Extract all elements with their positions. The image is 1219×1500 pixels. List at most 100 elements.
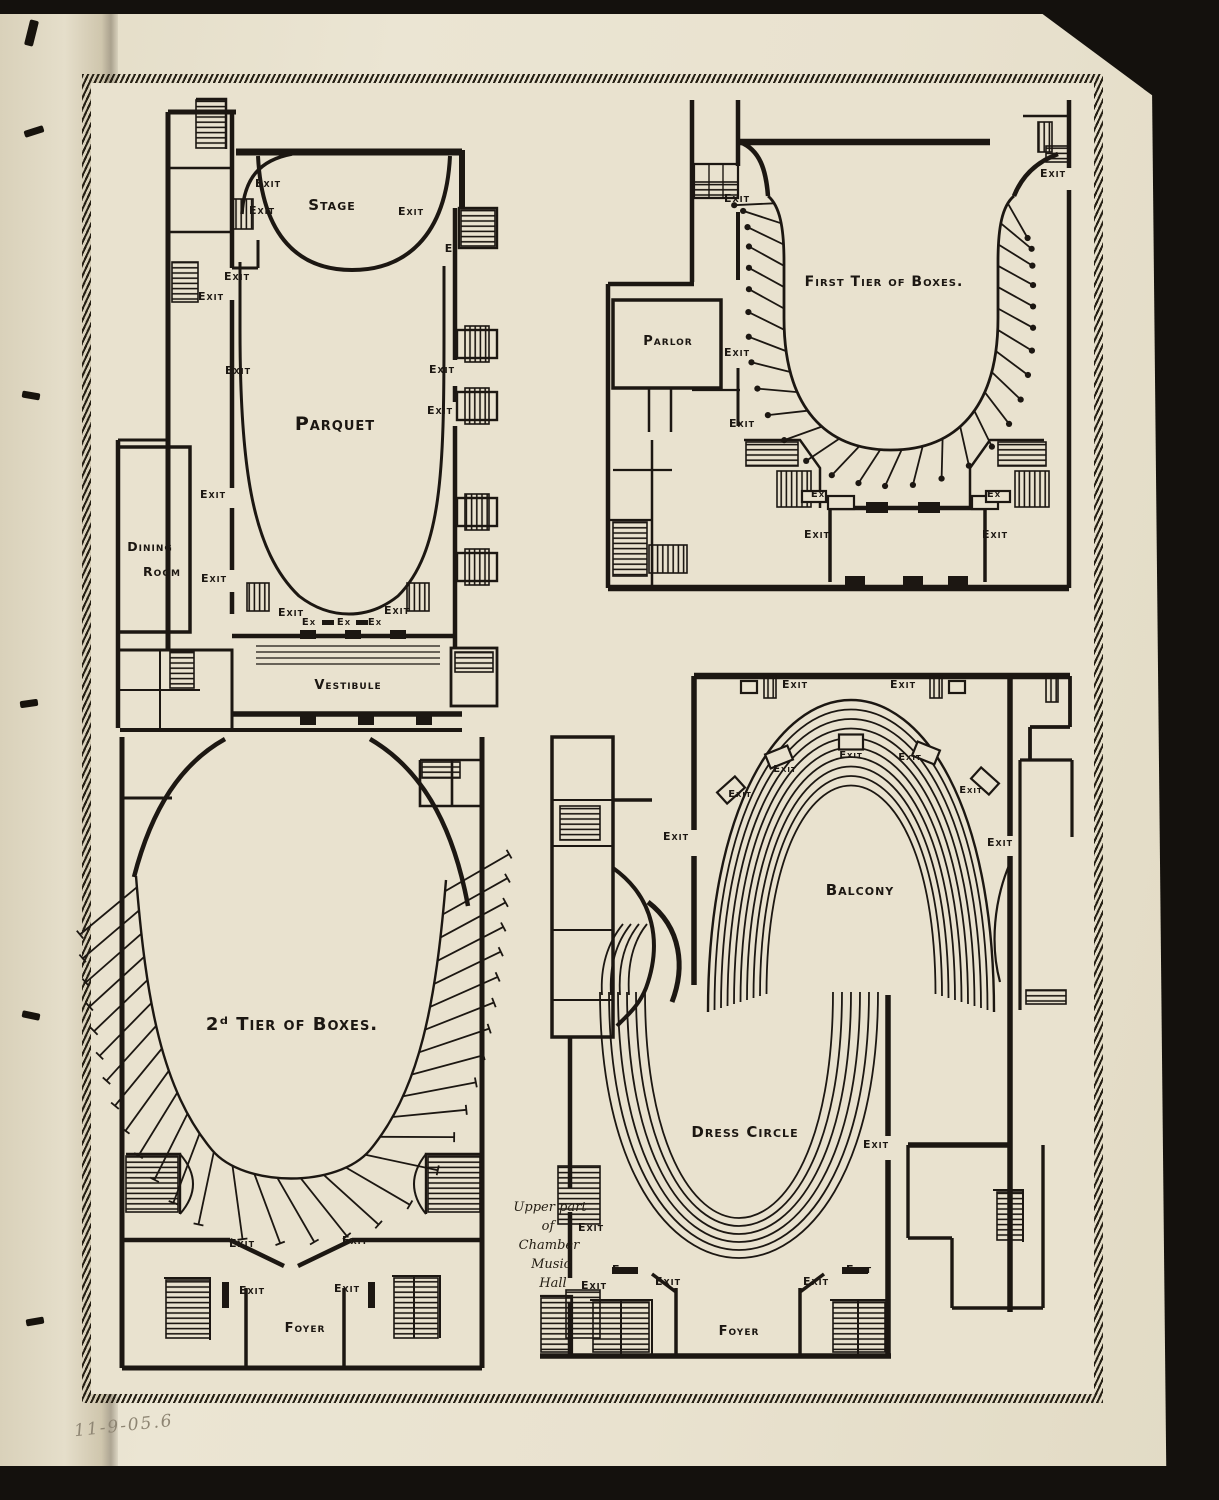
exit-label: Exit [804, 528, 830, 541]
seat-dot [764, 412, 772, 419]
dress-circle-row-arc [608, 991, 870, 1251]
seat-dot [781, 437, 788, 444]
seat-dot [855, 480, 862, 487]
seat-tick [342, 1232, 352, 1240]
exit-label: Exit [239, 1284, 265, 1297]
seat-tick [95, 1051, 104, 1061]
stairs-hatch [464, 387, 490, 425]
exit-label: Exit [724, 346, 750, 359]
box-divider-line [433, 950, 502, 985]
stairs-hatch [996, 1191, 1024, 1241]
seat-tick [486, 1023, 492, 1034]
stairs-hatch [460, 209, 496, 247]
box-divider-line [742, 210, 782, 225]
box-divider-line [98, 1002, 153, 1057]
seat-tick [78, 954, 87, 963]
box-divider-line [93, 979, 149, 1032]
seat-tick [406, 1200, 414, 1210]
exit-label: Exit [728, 789, 752, 800]
exit-label: Exit [429, 363, 455, 376]
balcony-row-arc [759, 775, 943, 997]
stairs-hatch [1045, 673, 1059, 703]
seat-dot [748, 359, 755, 366]
box-divider-line [79, 886, 138, 936]
box-divider-line [997, 329, 1033, 352]
stairs-hatch [929, 675, 943, 699]
balcony-label: Balcony [826, 881, 895, 899]
balcony-row-arc [726, 727, 976, 1007]
seat-dot [1005, 420, 1013, 427]
seat-tick [435, 1165, 440, 1176]
stairs-hatch [165, 1279, 211, 1339]
seat-dot [745, 264, 753, 271]
exit-label: Exit [803, 1275, 829, 1288]
box-divider-line [82, 909, 140, 960]
wall-tick [416, 716, 432, 725]
ledge-box [947, 679, 967, 695]
ledge-box [739, 679, 759, 695]
box-divider-line [444, 853, 510, 892]
chamber-note-line3: Chamber [519, 1238, 580, 1253]
aisle-curve [609, 923, 632, 996]
seat-tick [168, 1200, 179, 1206]
box-divider-line [253, 1173, 282, 1244]
box-divider-line [1007, 202, 1029, 239]
seat-tick [481, 1050, 486, 1061]
wall-tick [866, 502, 888, 513]
seat-dot [744, 224, 751, 231]
box-divider-line [231, 1165, 244, 1240]
seat-dot [745, 333, 752, 340]
seat-dot [938, 475, 945, 482]
box-divider-line [323, 1174, 380, 1226]
exit-label: Exit [198, 290, 224, 303]
box-divider-line [105, 1025, 157, 1082]
dining-room-label-line1: Dining [127, 539, 173, 554]
box-divider-line [991, 371, 1022, 401]
exit-label: Exit [839, 750, 863, 761]
box-divider-line [172, 1133, 201, 1204]
stairs-hatch [1045, 145, 1069, 163]
box-divider-line [197, 1151, 215, 1225]
balcony-exit-box [969, 765, 1001, 797]
exit-label: Exit [724, 192, 750, 205]
balcony-dress-circle-plan [540, 672, 1074, 1359]
wall-tick [300, 630, 316, 639]
box-divider-line [751, 361, 791, 373]
exit-label: Exit [225, 364, 251, 377]
wall-tick [345, 630, 361, 639]
e-label: E [445, 242, 454, 255]
seat-dot [740, 207, 747, 215]
exit-label: Exit [959, 785, 983, 796]
box-divider-line [748, 288, 785, 310]
chamber-note-line1: Upper part [513, 1200, 587, 1215]
box-divider-line [748, 311, 785, 331]
seat-dot [1029, 262, 1036, 269]
seat-tick [497, 946, 504, 957]
exit-label: Exit [863, 1138, 889, 1151]
box-divider-line [276, 1177, 316, 1243]
seat-tick [502, 897, 509, 908]
dress-circle-label: Dress Circle [691, 1123, 798, 1141]
stairs-hatch [232, 198, 254, 230]
seat-tick [149, 1176, 160, 1183]
seat-tick [474, 1077, 478, 1088]
dress-circle-row-arc [617, 991, 861, 1243]
box-divider-line [418, 1027, 490, 1054]
stairs-hatch [997, 441, 1047, 467]
box-divider-line [411, 1054, 484, 1076]
seat-dot [745, 308, 752, 316]
balcony-row-arc [752, 765, 950, 999]
box-divider-line [748, 335, 787, 352]
stairs-hatch [169, 651, 195, 689]
seat-tick [374, 1220, 383, 1229]
seat-dot [745, 243, 753, 250]
seat-tick [464, 1104, 468, 1115]
seat-dot [881, 482, 889, 490]
exit-label: Exit [249, 204, 275, 217]
box-divider-line [85, 933, 142, 984]
box-divider-line [997, 243, 1033, 267]
stairs-hatch [406, 582, 430, 612]
aisle-curve [600, 923, 624, 996]
box-divider-line [137, 1092, 179, 1157]
stairs-hatch [559, 805, 601, 841]
